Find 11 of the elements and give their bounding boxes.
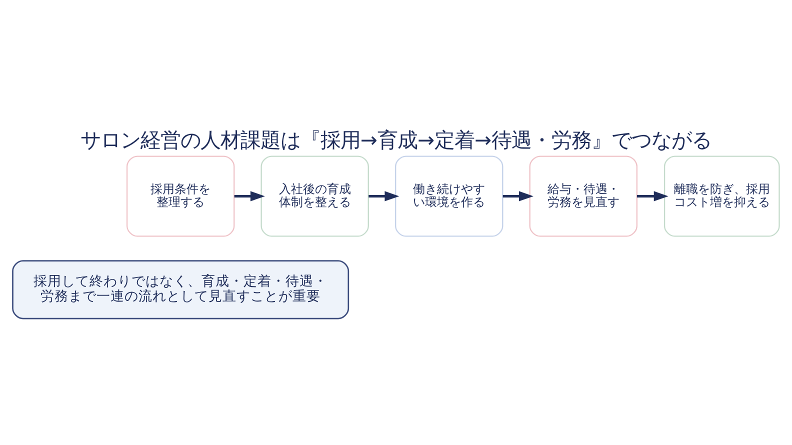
node-box: 採用して終わりではなく、育成・定着・待遇・労務まで一連の流れとして見直すことが重要 [12, 260, 350, 319]
node-box: 給与・待遇・労務を見直す [529, 155, 638, 236]
node-box: 入社後の育成体制を整える [260, 155, 369, 236]
diagram-title: サロン経営の人材課題は『採用→育成→定着→待遇・労務』でつながる [80, 128, 712, 152]
node-box: 離職を防ぎ、採用コスト増を抑える [664, 155, 780, 236]
arrow [502, 190, 534, 201]
node-box: 採用条件を整理する [126, 155, 235, 236]
arrow [636, 190, 668, 201]
node-box: 働き続けやすい環境を作る [394, 155, 504, 236]
arrow [234, 190, 265, 201]
arrow [368, 190, 400, 201]
